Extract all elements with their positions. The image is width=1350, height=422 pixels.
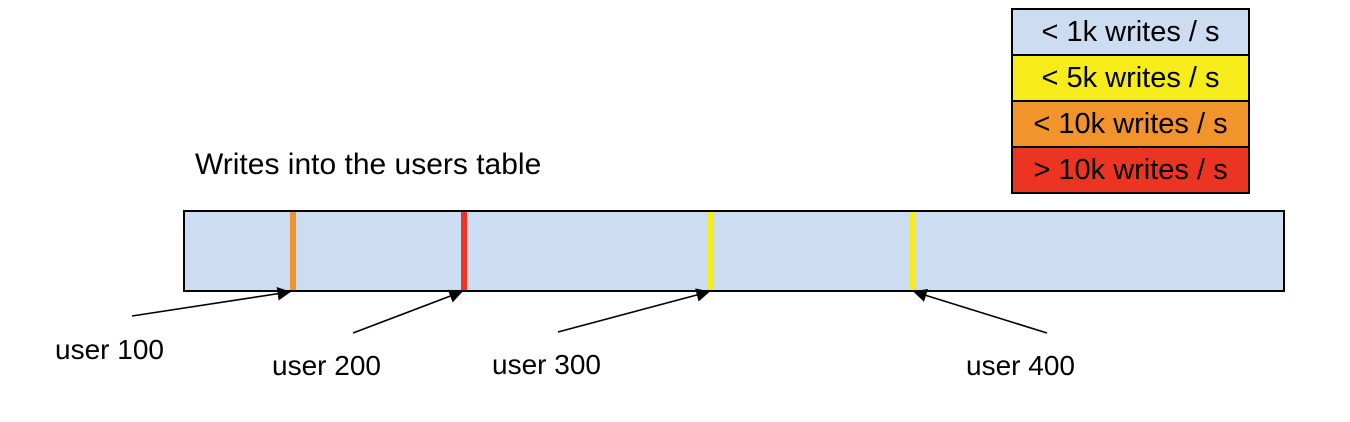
user-label: user 400	[966, 350, 1075, 381]
legend-label: < 5k writes / s	[1041, 61, 1220, 94]
write-rate-legend: < 1k writes / s < 5k writes / s < 10k wr…	[1011, 8, 1250, 194]
annotation-arrow	[131, 287, 292, 317]
annotation-arrow	[913, 288, 1048, 334]
legend-row-lt-10k: < 10k writes / s	[1011, 100, 1250, 148]
users-table-bar	[183, 210, 1285, 292]
user-label: user 300	[492, 349, 601, 380]
write-hotspot-mark	[290, 212, 296, 290]
legend-row-gt-10k: > 10k writes / s	[1011, 146, 1250, 194]
write-hotspot-mark	[910, 212, 916, 290]
user-label: user 200	[272, 350, 381, 381]
diagram-title: Writes into the users table	[195, 148, 542, 181]
legend-label: < 10k writes / s	[1033, 107, 1228, 140]
annotation-arrow	[557, 288, 710, 333]
write-hotspot-mark	[461, 212, 467, 290]
annotation-arrow	[352, 289, 463, 334]
legend-label: > 10k writes / s	[1033, 153, 1228, 186]
legend-row-lt-1k: < 1k writes / s	[1011, 8, 1250, 56]
write-hotspot-mark	[708, 212, 714, 290]
user-label: user 100	[55, 334, 164, 365]
legend-row-lt-5k: < 5k writes / s	[1011, 54, 1250, 102]
legend-label: < 1k writes / s	[1041, 15, 1220, 48]
